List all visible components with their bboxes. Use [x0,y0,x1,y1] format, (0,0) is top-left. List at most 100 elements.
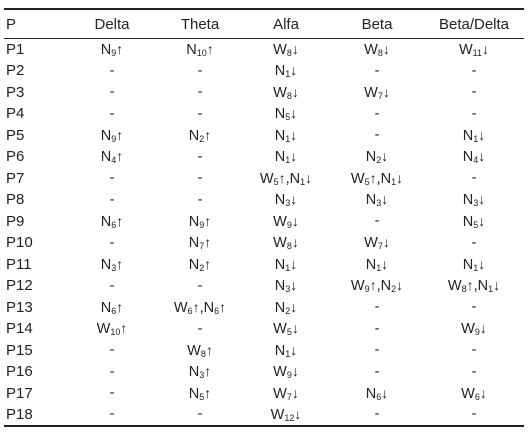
table-row: P3 - - W8↓ W7↓ - [4,82,524,104]
cell-alfa: N5↓ [274,105,298,123]
cell-p: P14 [6,320,33,338]
cell-p: P3 [6,83,25,101]
cell-p: P11 [6,255,32,273]
cell-theta: W6↑,N6↑ [173,298,227,316]
cell-delta: N3↑ [100,255,124,273]
cell-theta: N5↑ [188,384,212,402]
cell-beta-delta: N4↓ [462,148,486,166]
cell-p: P4 [6,105,25,123]
cell-p: P16 [6,363,33,381]
cell-p: P6 [6,148,25,166]
cell-alfa: N1↓ [274,148,298,166]
header-cell-delta: Delta [94,15,130,33]
cell-alfa: W9↓ [273,363,299,381]
cell-delta: - [109,406,115,423]
header-row: P Delta Theta Alfa Beta Beta/Delta [4,9,524,39]
cell-delta: N9↑ [100,126,124,144]
cell-beta: N2↓ [365,148,389,166]
cell-beta: W7↓ [364,234,390,252]
table-row: P16-N3↑W9↓-- [4,361,524,383]
cell-theta: N3↑ [188,363,212,381]
cell-p: P9 [6,212,25,230]
cell-theta: - [197,320,203,337]
cell-p: P15 [6,341,33,359]
cell-alfa: W8↓ [273,83,299,101]
cell-p: P13 [6,298,33,316]
cell-delta: - [109,342,115,359]
cell-alfa: W12↓ [270,405,302,423]
cell-beta-delta: W9↓ [461,320,487,338]
cell-theta: N2↑ [188,255,212,273]
table-row: P4 - - N5↓ - - [4,103,524,125]
table-row: P10-N7↑W8↓W7↓- [4,232,524,254]
cell-beta: - [374,320,380,337]
cell-alfa: N1↓ [274,255,298,273]
cell-delta: N9↑ [100,41,124,58]
cell-alfa: W9↓ [273,212,299,230]
cell-delta: - [109,62,115,79]
cell-delta: - [109,170,115,187]
cell-beta-delta: - [471,234,477,251]
cell-p: P5 [6,126,25,144]
cell-delta: W10↑ [96,320,128,338]
cell-beta-delta: W6↓ [461,384,487,402]
table-row: P2--N1↓-- [4,60,524,82]
cell-alfa: N1↓ [274,62,298,80]
cell-delta: N6↑ [100,298,124,316]
table-row: P15-W8↑N1↓-- [4,340,524,362]
cell-delta: N6↑ [100,212,124,230]
cell-alfa: W5↑,N1↓ [259,169,313,187]
cell-theta: - [197,277,203,294]
table-row: P12--N3↓W9↑,N2↓W8↑,N1↓ [4,275,524,297]
cell-beta-delta: - [471,105,477,122]
cell-beta-delta: N1↓ [462,255,486,273]
cell-p: P2 [6,62,25,80]
cell-theta: - [197,84,203,101]
cell-theta: - [197,191,203,208]
cell-theta: - [197,148,203,165]
cell-beta: W8↓ [364,41,390,58]
cell-beta-delta: - [471,363,477,380]
cell-beta-delta: - [471,406,477,423]
header-cell-beta-delta: Beta/Delta [438,15,510,33]
table-row: P6 N4↑ - N1↓ N2↓ N4↓ [4,146,524,168]
header-cell-alfa: Alfa [273,15,299,33]
cell-alfa: W7↓ [273,384,299,402]
cell-p: P12 [6,277,33,295]
cell-p: P18 [6,405,33,423]
cell-theta: N7↑ [188,234,212,252]
cell-beta: N6↓ [365,384,389,402]
cell-beta: - [374,299,380,316]
cell-p: P10 [6,234,33,252]
cell-beta: W9↑,N2↓ [350,277,404,295]
cell-beta-delta: - [471,299,477,316]
cell-delta: - [109,277,115,294]
cell-beta: - [374,62,380,79]
cell-alfa: N1↓ [274,341,298,359]
cell-beta: - [374,406,380,423]
cell-theta: N2↑ [188,126,212,144]
cell-delta: N4↑ [100,148,124,166]
table-row: P17-N5↑W7↓N6↓W6↓ [4,383,524,405]
cell-theta: W8↑ [187,341,213,359]
cell-beta-delta: - [471,170,477,187]
header-cell-beta: Beta [361,15,393,33]
cell-theta: - [197,105,203,122]
cell-delta: - [109,84,115,101]
cell-theta: - [197,62,203,79]
cell-beta: - [374,363,380,380]
cell-beta-delta: - [471,84,477,101]
cell-theta: N9↑ [188,212,212,230]
cell-beta: W7↓ [364,83,390,101]
cell-beta: - [374,105,380,122]
cell-p: P1 [6,41,25,58]
cell-delta: - [109,105,115,122]
cell-beta-delta: - [471,342,477,359]
